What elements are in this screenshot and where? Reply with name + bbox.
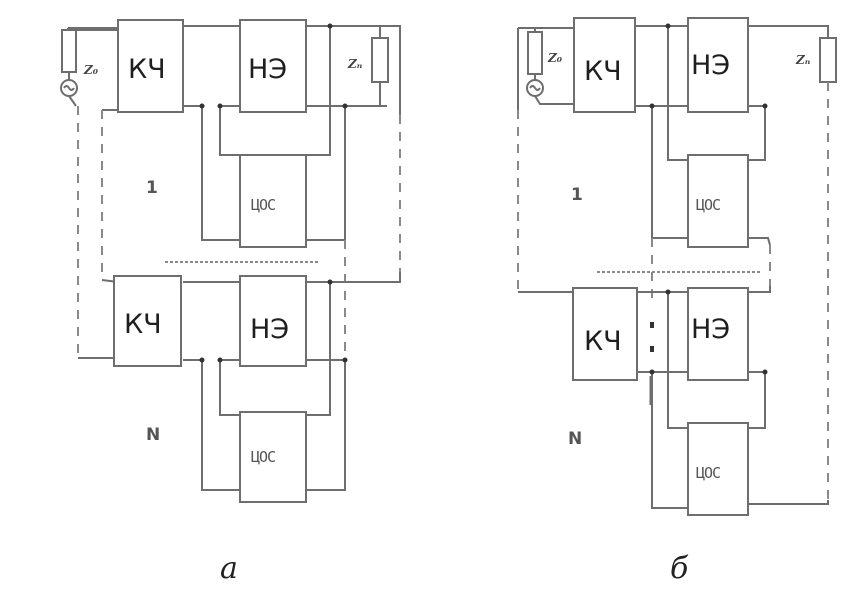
source-impedance-label: Z₀	[83, 63, 99, 77]
ne-label: НЭ	[691, 314, 730, 345]
source-resistor-b	[527, 31, 543, 75]
stage-index-label: 1	[146, 178, 158, 198]
ellipsis-dot	[650, 346, 654, 352]
kch-block	[117, 19, 184, 113]
ne-block	[239, 19, 307, 113]
kch-label: КЧ	[124, 309, 162, 340]
load-resistor-b	[819, 37, 837, 83]
tsos-label: ЦОС	[696, 464, 720, 482]
source-impedance-label: Z₀	[547, 51, 563, 65]
load-impedance-label: Zₙ	[795, 53, 811, 67]
load-impedance-label: Zₙ	[347, 57, 363, 71]
ne-block	[687, 17, 749, 113]
source-a: Z₀	[60, 28, 118, 107]
source-resistor-a	[61, 29, 77, 73]
panel-b: Z₀ Zₙ КЧ НЭ ЦОС 1	[517, 17, 837, 586]
kch-block	[572, 287, 638, 381]
ne-block	[239, 275, 307, 367]
tsos-block	[687, 422, 749, 516]
tsos-label: ЦОС	[251, 448, 275, 466]
stage-index-label: N	[146, 425, 160, 445]
tsos-block	[687, 154, 749, 248]
source-b: Z₀	[518, 27, 574, 105]
stage-index-label: 1	[571, 185, 583, 205]
tsos-label: ЦОС	[696, 196, 720, 214]
ne-label: НЭ	[250, 314, 289, 345]
tsos-block	[239, 411, 307, 503]
tsos-block	[239, 154, 307, 248]
ellipsis-dot	[650, 322, 654, 328]
kch-block	[113, 275, 182, 367]
panel-a: Z₀ Zₙ КЧ НЭ ЦОС 1	[60, 19, 401, 586]
kch-block	[573, 17, 636, 113]
panel-b-caption: б	[670, 551, 689, 586]
kch-label: КЧ	[584, 56, 622, 87]
kch-label: КЧ	[584, 326, 622, 357]
ne-block	[687, 287, 749, 381]
kch-label: КЧ	[128, 54, 166, 85]
load-resistor-a	[371, 37, 389, 83]
ne-label: НЭ	[691, 50, 730, 81]
ne-label: НЭ	[248, 54, 287, 85]
tsos-label: ЦОС	[251, 196, 275, 214]
stage-index-label: N	[568, 429, 582, 449]
panel-a-caption: а	[220, 551, 238, 586]
